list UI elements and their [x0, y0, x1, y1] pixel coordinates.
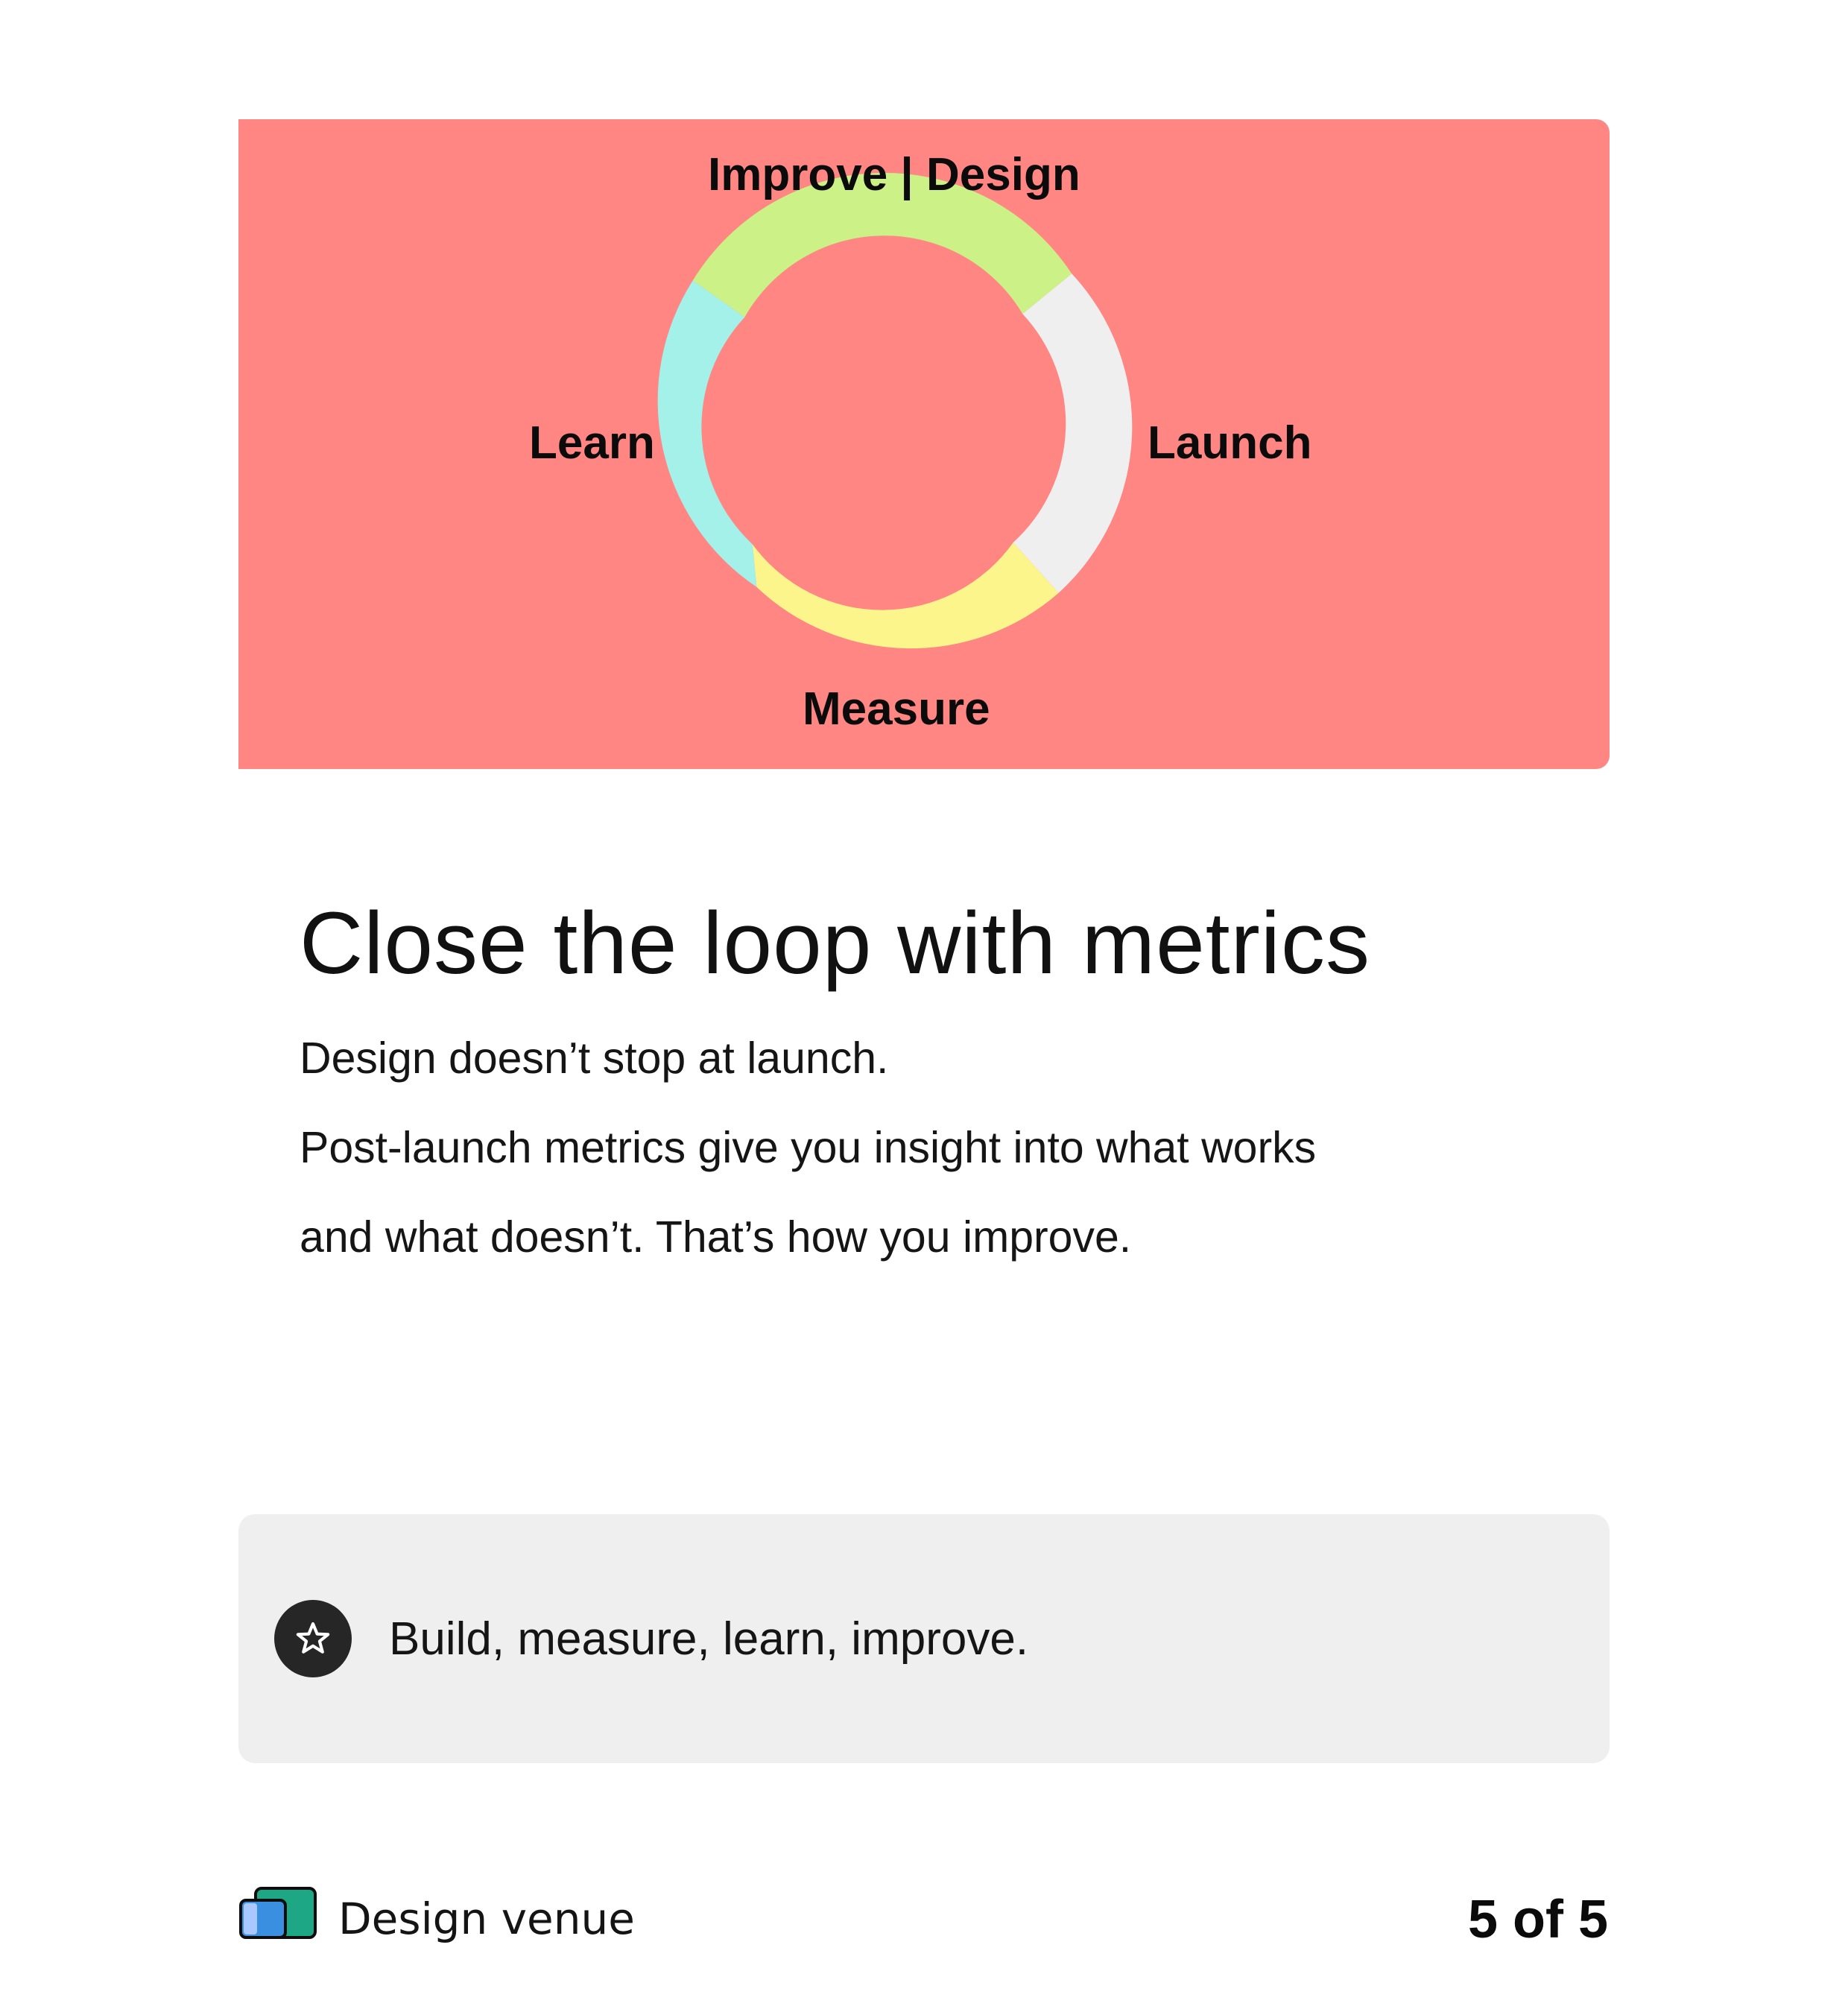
body-line: Design doesn’t stop at launch. [300, 1034, 889, 1083]
cycle-ring-diagram [657, 172, 1133, 649]
hero-illustration: Improve | Design Learn Launch Measure [238, 119, 1610, 769]
ring-segment-launch [1013, 273, 1133, 593]
design-venue-logo [239, 1887, 317, 1939]
cycle-label-launch: Launch [1148, 417, 1312, 469]
brand-name: Design venue [338, 1894, 635, 1944]
ring-segment-design [692, 172, 1072, 317]
callout-text: Build, measure, learn, improve. [389, 1613, 1029, 1665]
cycle-label-learn: Learn [529, 417, 655, 469]
page-indicator: 5 of 5 [1467, 1890, 1608, 1949]
body-line: and what doesn’t. That’s how you improve… [300, 1212, 1132, 1262]
body-copy: Design doesn’t stop at launch. Post-laun… [300, 1013, 1566, 1282]
star-icon [296, 1622, 330, 1654]
body-line: Post-launch metrics give you insight int… [300, 1123, 1317, 1172]
tip-callout: Build, measure, learn, improve. [238, 1514, 1610, 1763]
page-title: Close the loop with metrics [300, 894, 1371, 993]
star-badge [274, 1600, 352, 1677]
cycle-label-measure: Measure [803, 683, 990, 735]
ring-segment-measure [752, 542, 1059, 649]
ring-segment-learn [657, 280, 757, 587]
